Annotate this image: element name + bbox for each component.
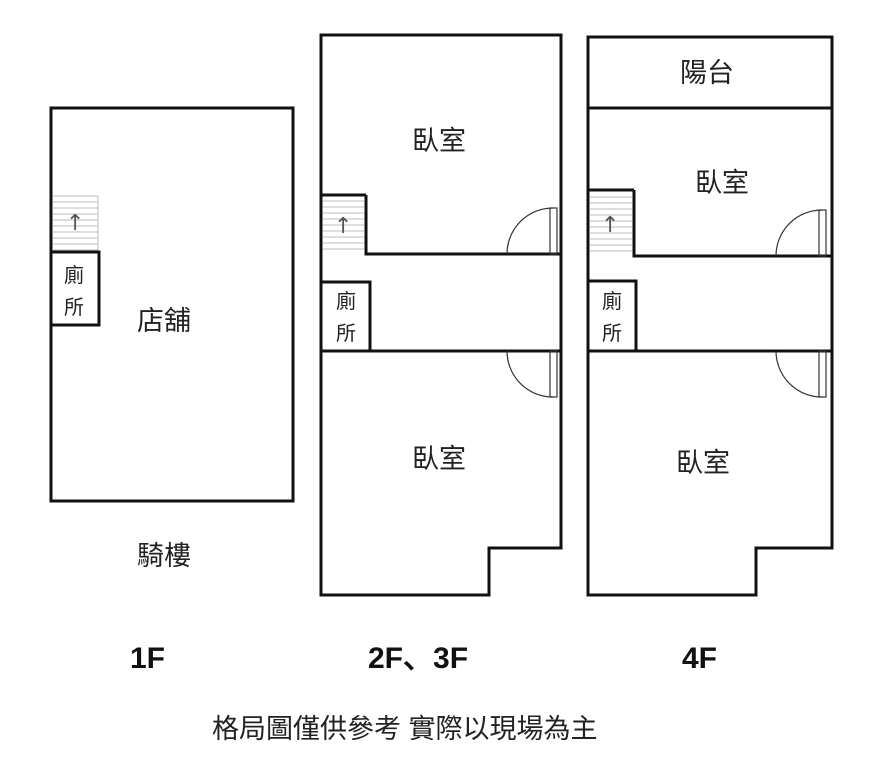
floor-4-plan: 陽台 ↑ 廁 所 臥室 bbox=[586, 35, 834, 675]
toilet-4f-label-2: 所 bbox=[602, 322, 622, 345]
bedroom-bottom-label-2f: 臥室 bbox=[412, 444, 466, 474]
balcony-label: 陽台 bbox=[680, 58, 734, 88]
bedroom-bottom-label-4f: 臥室 bbox=[676, 448, 730, 478]
toilet-2f-label-2: 所 bbox=[336, 322, 356, 345]
bedroom-top-wall-4f bbox=[632, 190, 832, 258]
toilet-2f-wall bbox=[321, 280, 372, 351]
shop-label: 店舖 bbox=[137, 306, 191, 336]
floor-4-label: 4F bbox=[682, 642, 717, 675]
toilet-4f-label-1: 廁 bbox=[602, 290, 622, 313]
disclaimer-note: 格局圖僅供參考 實際以現場為主 bbox=[212, 714, 598, 744]
stairs-4f: ↑ bbox=[590, 196, 632, 252]
floor-2-3-plan: ↑ 廁 所 臥室 臥室 2F、3F bbox=[319, 33, 563, 675]
door-bottom-2f bbox=[506, 350, 558, 398]
stairs-2f: ↑ bbox=[323, 200, 364, 250]
floor-4-outline bbox=[586, 35, 834, 597]
floor-1-label: 1F bbox=[130, 642, 165, 675]
floor-1-plan: ↑ 廁 所 店舖 騎樓 1F bbox=[49, 106, 295, 675]
stairs-1f: ↑ bbox=[53, 195, 99, 252]
toilet-1f-label-1: 廁 bbox=[64, 264, 84, 287]
bedroom-top-wall-2f bbox=[364, 195, 561, 256]
toilet-4f-wall bbox=[588, 279, 638, 351]
toilet-2f-label-1: 廁 bbox=[336, 290, 356, 313]
floor-2-3-outline bbox=[319, 33, 563, 597]
door-top-2f bbox=[506, 207, 558, 255]
bedroom-top-label-2f: 臥室 bbox=[412, 126, 466, 156]
floor-2-3-label: 2F、3F bbox=[368, 642, 468, 675]
arcade-label: 騎樓 bbox=[137, 541, 191, 571]
bedroom-top-label-4f: 臥室 bbox=[695, 168, 749, 198]
up-arrow-icon: ↑ bbox=[601, 213, 619, 238]
up-arrow-icon: ↑ bbox=[66, 211, 84, 236]
toilet-1f bbox=[49, 250, 101, 327]
toilet-1f-label-2: 所 bbox=[64, 296, 84, 319]
shop-outline bbox=[49, 106, 295, 503]
door-top-4f bbox=[775, 209, 827, 257]
door-bottom-4f bbox=[775, 350, 827, 398]
up-arrow-icon: ↑ bbox=[334, 214, 352, 239]
